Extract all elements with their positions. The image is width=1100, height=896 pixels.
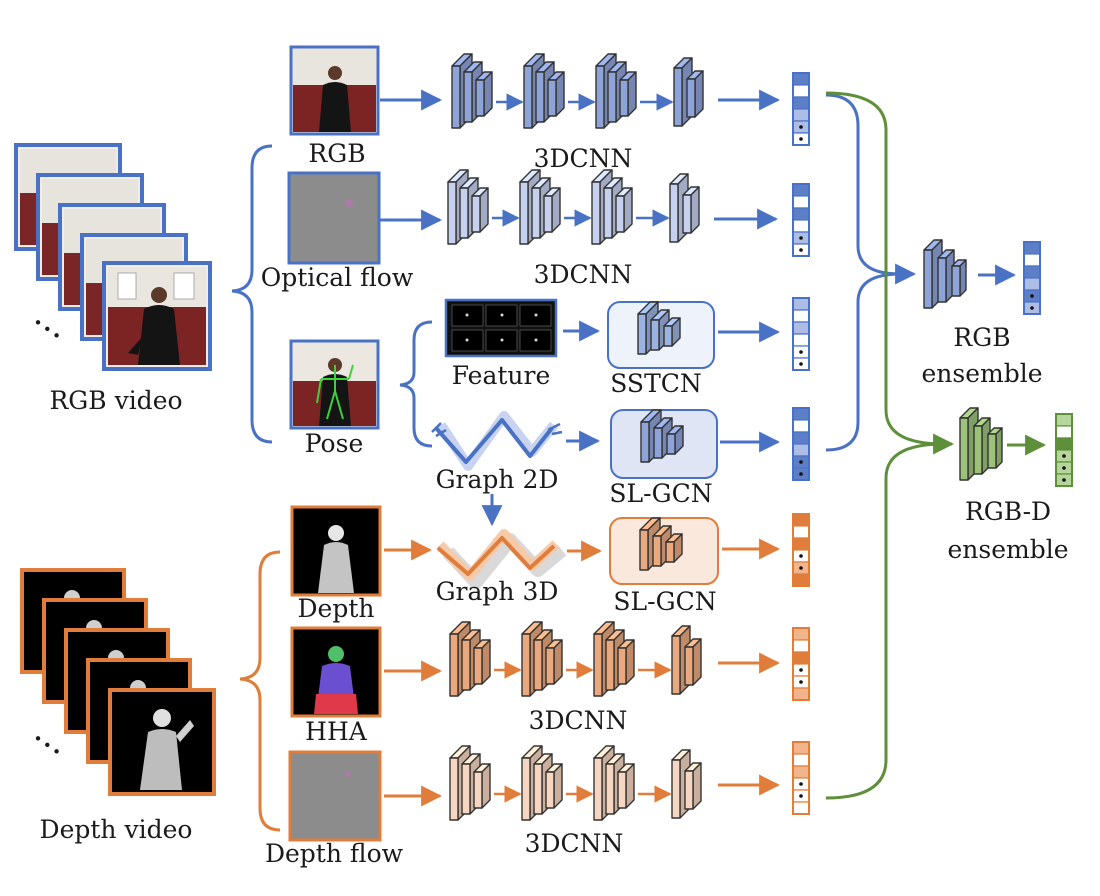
- graph-2d-label: Graph 2D: [436, 465, 559, 494]
- rgb-video-label: RGB video: [49, 386, 182, 415]
- optical-flow-thumbnail: [287, 171, 381, 265]
- conv-block: [543, 187, 561, 233]
- graph-2d-thumbnail: [431, 411, 563, 471]
- sstcn-blocks: [637, 301, 681, 355]
- score-vector: [792, 183, 810, 257]
- depth-video-label: Depth video: [40, 815, 193, 844]
- score-vector: [792, 407, 810, 481]
- rgb-thumbnail: [289, 45, 380, 136]
- 3dcnn-depth-flow-label: 3DCNN: [525, 829, 624, 858]
- conv-block: [545, 763, 563, 809]
- sstcn-label: SSTCN: [610, 369, 702, 398]
- graph-3d-thumbnail: [436, 529, 567, 589]
- score-vector: [792, 513, 810, 587]
- optical-flow-label: Optical flow: [261, 263, 414, 292]
- 3dcnn-rgb: [451, 53, 704, 129]
- 3dcnn-rgb-label: 3DCNN: [534, 144, 633, 173]
- 3dcnn-hha: [449, 621, 702, 697]
- slgcn-2d-label: SL-GCN: [609, 479, 712, 508]
- rgbd-ensemble-label-line2: ensemble: [947, 535, 1068, 564]
- depth-flow-thumbnail: [288, 750, 382, 842]
- 3dcnn-flow-label: 3DCNN: [534, 260, 633, 289]
- depth-frame-front: [108, 688, 216, 796]
- graph-3d-label: Graph 3D: [436, 577, 559, 606]
- feature-thumbnail: [444, 298, 558, 358]
- conv-block: [987, 427, 1003, 469]
- conv-block: [473, 639, 491, 685]
- conv-block: [617, 763, 635, 809]
- conv-block: [684, 638, 702, 686]
- feature-label: Feature: [452, 361, 551, 390]
- rgb-frame-front: [102, 261, 212, 371]
- conv-block: [686, 70, 704, 118]
- hha-thumbnail: [290, 626, 382, 718]
- depth-thumbnail: [290, 505, 382, 597]
- conv-block: [475, 71, 493, 117]
- conv-block: [684, 762, 702, 810]
- score-vector: [792, 297, 810, 371]
- score-vector: [1055, 413, 1073, 487]
- conv-block: [951, 259, 967, 297]
- conv-block: [545, 639, 563, 685]
- 3dcnn-optical-flow: [447, 169, 700, 245]
- conv-block: [666, 425, 684, 455]
- rgb-ensemble-network: [923, 239, 967, 309]
- conv-block: [663, 317, 681, 347]
- score-vector: [1023, 241, 1041, 315]
- rgb-brace: [231, 144, 273, 444]
- score-vectors: [792, 72, 1073, 815]
- pose-brace: [399, 320, 433, 448]
- rgb-ensemble-label-line2: ensemble: [921, 359, 1042, 388]
- pose-thumbnail: [289, 339, 380, 430]
- 3dcnn-depth-flow: [449, 745, 702, 821]
- score-vector: [792, 741, 810, 815]
- rgb-video-stack: …: [14, 143, 212, 371]
- conv-block: [682, 186, 700, 234]
- depth-flow-label: Depth flow: [265, 839, 404, 868]
- slgcn-2d-blocks: [640, 409, 684, 463]
- 3dcnn-hha-label: 3DCNN: [529, 706, 628, 735]
- slgcn-3d-blocks: [639, 517, 683, 571]
- rgbd-ensemble-label-line1: RGB-D: [965, 497, 1051, 526]
- rgb-ensemble-label-line1: RGB: [953, 323, 1010, 352]
- slgcn-3d-label: SL-GCN: [613, 587, 716, 616]
- rgb-modality-label: RGB: [308, 139, 365, 168]
- rgbd-ensemble-network: [959, 407, 1003, 481]
- score-vector: [792, 627, 810, 701]
- conv-block: [471, 187, 489, 233]
- rgb-ensemble-brace: [825, 93, 901, 452]
- hha-label: HHA: [305, 717, 368, 746]
- depth-modality-label: Depth: [298, 594, 375, 623]
- conv-block: [665, 533, 683, 563]
- depth-video-stack: …: [20, 568, 216, 796]
- conv-block: [973, 417, 991, 475]
- chain-arrows: [492, 93, 674, 803]
- score-vector: [792, 72, 810, 146]
- arrows: [380, 89, 1047, 807]
- pose-label: Pose: [305, 429, 363, 458]
- conv-block: [547, 71, 565, 117]
- conv-block: [615, 187, 633, 233]
- conv-block: [617, 639, 635, 685]
- conv-block: [473, 763, 491, 809]
- depth-brace: [239, 550, 281, 832]
- conv-block: [619, 71, 637, 117]
